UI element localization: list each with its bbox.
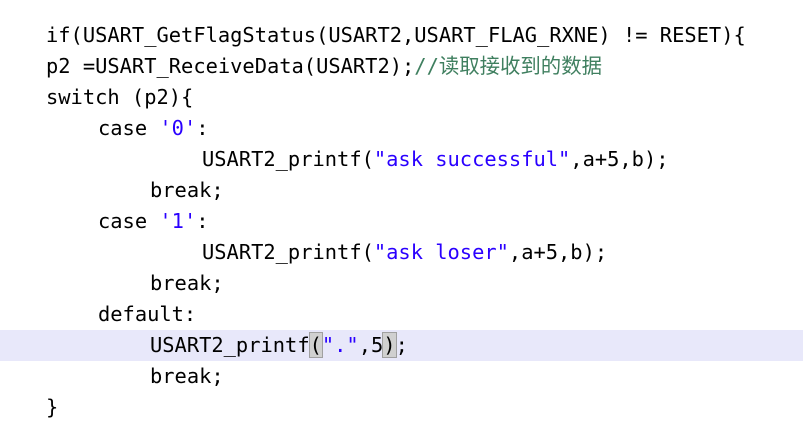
code-line[interactable]: break; (0, 268, 803, 299)
code-token: case (98, 116, 160, 140)
code-token: ,a+5,b); (508, 240, 608, 264)
matching-bracket: ( (308, 332, 323, 358)
code-line[interactable]: switch (p2){ (0, 82, 803, 113)
code-line-current[interactable]: USART2_printf(".",5); (0, 330, 803, 361)
code-line[interactable]: p2 =USART_ReceiveData(USART2);//读取接收到的数据 (0, 51, 803, 82)
matching-bracket: ) (382, 332, 397, 358)
string-literal: '0' (159, 116, 197, 140)
code-line[interactable]: USART2_printf("ask loser",a+5,b); (0, 237, 803, 268)
code-comment: //读取接收到的数据 (414, 54, 602, 78)
string-literal: '1' (159, 209, 197, 233)
code-token: break; (150, 271, 224, 295)
code-line[interactable]: case '0': (0, 113, 803, 144)
code-token: p2 =USART_ReceiveData(USART2); (46, 54, 415, 78)
code-token: default: (98, 302, 197, 326)
code-token: ,a+5,b); (570, 147, 669, 171)
code-token: switch (p2){ (46, 85, 194, 109)
code-token: break; (150, 178, 224, 202)
code-token: : (196, 209, 209, 233)
code-line[interactable]: USART2_printf("ask successful",a+5,b); (0, 144, 803, 175)
string-literal: "." (321, 333, 359, 357)
code-line[interactable]: } (0, 392, 803, 423)
code-token: : (196, 116, 209, 140)
code-token: USART2_printf( (202, 240, 374, 264)
code-token: USART2_printf( (202, 147, 374, 171)
code-token: ,5 (358, 333, 384, 357)
code-token: ; (395, 333, 408, 357)
code-token: break; (150, 364, 224, 388)
code-line[interactable]: case '1': (0, 206, 803, 237)
code-line[interactable]: break; (0, 361, 803, 392)
string-literal: "ask loser" (373, 240, 509, 264)
code-token: USART2_printf (150, 333, 310, 357)
string-literal: "ask successful" (373, 147, 571, 171)
code-line[interactable]: default: (0, 299, 803, 330)
code-line[interactable]: if(USART_GetFlagStatus(USART2,USART_FLAG… (0, 20, 803, 51)
code-token: } (46, 395, 59, 419)
code-line[interactable]: break; (0, 175, 803, 206)
code-token: if(USART_GetFlagStatus(USART2,USART_FLAG… (46, 23, 746, 47)
code-token: case (98, 209, 160, 233)
